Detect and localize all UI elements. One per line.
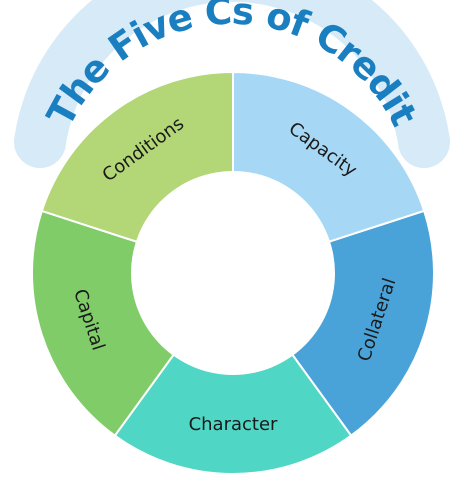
segment-label-character: Character [189,414,278,435]
ring [31,70,435,475]
center-hole [131,171,335,375]
title-banner [14,0,450,168]
